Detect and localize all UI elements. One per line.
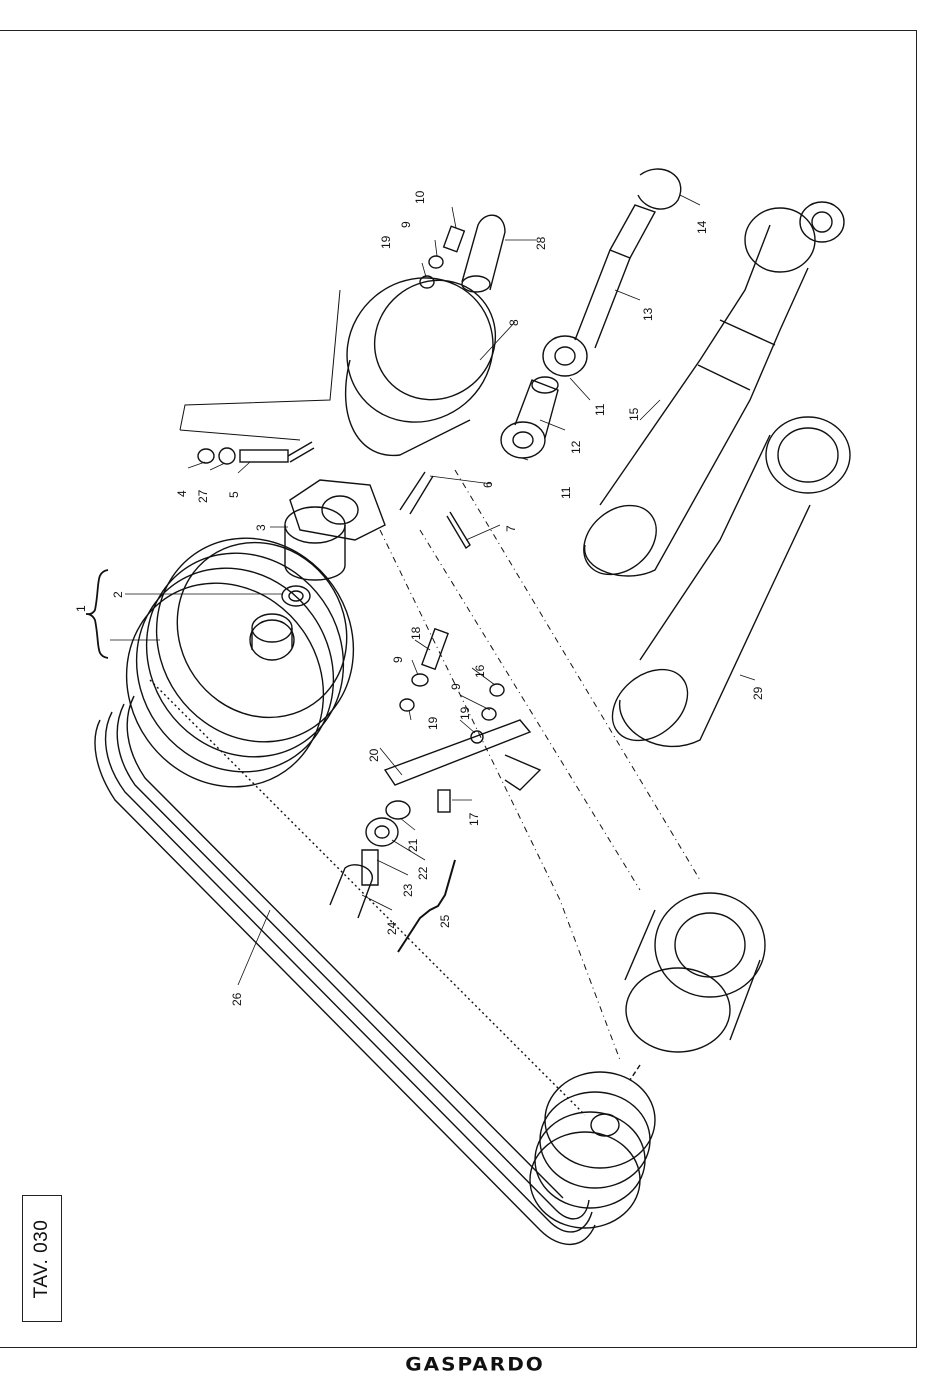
knob-24 — [330, 865, 372, 918]
part-label: 1 — [74, 605, 88, 612]
bracket-20 — [385, 720, 540, 790]
part-label: 19 — [426, 716, 440, 730]
leader-lines — [110, 195, 755, 985]
bearing-22 — [366, 818, 398, 846]
part-label: 9 — [391, 656, 405, 663]
part-label: 11 — [593, 403, 607, 416]
tensioner-pulley — [625, 893, 765, 1052]
part-label: 26 — [230, 992, 244, 1006]
part-label: 25 — [438, 914, 452, 928]
bolt-10 — [444, 226, 465, 251]
bush-12 — [515, 380, 558, 438]
part-label: 5 — [227, 491, 241, 498]
washer-9-top — [429, 256, 443, 268]
sheet-code: TAV. 030 — [31, 1219, 53, 1298]
part-label: 16 — [473, 664, 487, 678]
large-pulley — [87, 499, 393, 825]
part-label: 19 — [379, 235, 393, 249]
bolt-18 — [422, 629, 448, 669]
part-label: 19 — [458, 706, 472, 720]
part-label: 24 — [385, 921, 399, 935]
part-label: 21 — [406, 838, 420, 852]
bearing-11-upper — [543, 336, 587, 376]
part-label: 7 — [504, 525, 518, 532]
sleeve-28 — [462, 215, 505, 292]
brace-1 — [86, 570, 108, 658]
sheet-code-box: TAV. 030 — [22, 1195, 62, 1322]
part-label: 10 — [413, 190, 427, 204]
part-label: 17 — [467, 812, 481, 826]
circlip-14 — [638, 169, 681, 209]
part-label: 23 — [401, 883, 415, 897]
bolt-17 — [438, 790, 450, 812]
part-label: 13 — [641, 307, 655, 321]
part-label: 29 — [751, 686, 765, 700]
bolt-5 — [198, 442, 314, 464]
pto-shaft-29 — [599, 417, 850, 755]
washer-21 — [386, 801, 410, 819]
part-label: 15 — [627, 407, 641, 421]
part-label: 4 — [175, 490, 189, 497]
part-label: 6 — [481, 481, 495, 488]
part-label-group: 1 2 3 4 5 6 7 8 9 9 9 10 11 11 12 13 14 … — [74, 190, 765, 1006]
part-label: 27 — [196, 489, 210, 503]
part-label: 9 — [449, 683, 463, 690]
shaft-13 — [575, 250, 630, 348]
part-label: 9 — [399, 221, 413, 228]
v-belt — [95, 680, 595, 1244]
part-label: 11 — [559, 486, 573, 499]
part-label: 8 — [507, 319, 521, 326]
hub-flange — [285, 480, 385, 580]
part-label: 22 — [416, 866, 430, 880]
part-label: 18 — [409, 626, 423, 640]
part-label: 20 — [367, 748, 381, 762]
pto-shaft-15 — [570, 202, 844, 589]
part-label: 12 — [569, 440, 583, 454]
pin-6 — [400, 472, 433, 514]
bearing-11-lower — [501, 422, 545, 458]
part-label: 28 — [534, 236, 548, 250]
cotter-pin-7 — [447, 512, 470, 548]
part-label: 3 — [254, 524, 268, 531]
brand-logo: GASPARDO — [0, 1353, 950, 1376]
part-label: 2 — [111, 591, 125, 598]
part-label: 14 — [695, 220, 709, 234]
